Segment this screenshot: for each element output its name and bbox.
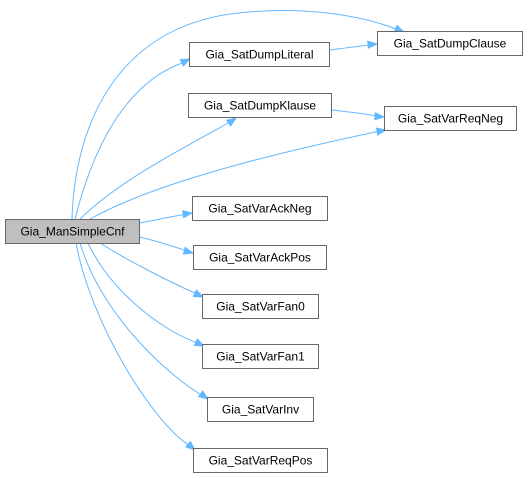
edge-root-to-ackpos [139,236,195,255]
node-gia-satvarackneg[interactable]: Gia_SatVarAckNeg [192,196,328,221]
node-label: Gia_SatVarAckNeg [208,202,311,216]
edge-line [79,242,204,397]
edge-arrowhead [225,117,238,127]
node-layer: Gia_ManSimpleCnf Gia_SatDumpLiteral Gia_… [5,31,523,473]
edge-literal-to-clause [329,40,379,51]
edge-arrowhead [367,40,379,49]
node-label: Gia_SatDumpLiteral [205,48,313,62]
edge-root-to-klause [79,117,238,220]
edge-arrowhead [374,111,386,121]
edge-klause-to-reqneg [331,109,386,121]
edge-line [139,236,188,252]
edge-line [331,109,379,117]
node-label: Gia_SatVarReqNeg [398,112,503,126]
node-gia-satdumpklause[interactable]: Gia_SatDumpKlause [188,93,332,118]
edge-root-to-ackneg [139,210,194,224]
node-label: Gia_SatVarInv [222,403,299,417]
edge-root-to-inv [79,242,210,400]
edge-line [329,44,372,51]
edge-layer [71,10,406,451]
node-gia-satvarinv[interactable]: Gia_SatVarInv [207,397,314,422]
node-label: Gia_SatVarFan1 [216,350,305,364]
edge-root-to-reqpos [75,242,197,451]
node-label: Gia_SatVarFan0 [216,300,305,314]
edge-arrowhead [192,289,205,298]
edge-arrowhead [185,440,197,451]
edge-line [139,213,187,224]
node-label: Gia_ManSimpleCnf [20,225,125,239]
edge-line [87,242,199,344]
edge-arrowhead [179,58,192,67]
edge-line [74,61,186,220]
node-label: Gia_SatVarAckPos [209,251,311,265]
edge-line [71,10,397,220]
edge-root-to-fan0 [99,242,205,298]
edge-line [79,121,231,220]
node-gia-satvarreqneg[interactable]: Gia_SatVarReqNeg [384,106,517,131]
edge-root-to-fan1 [87,242,206,347]
edge-arrowhead [182,246,195,255]
node-gia-satdumpliteral[interactable]: Gia_SatDumpLiteral [189,42,330,67]
edge-arrowhead [193,338,206,347]
edge-line [99,242,198,295]
node-gia-satdumpclause[interactable]: Gia_SatDumpClause [377,31,523,56]
edge-root-to-literal [74,58,192,220]
node-label: Gia_SatVarReqPos [209,454,313,468]
node-gia-satvarfan1[interactable]: Gia_SatVarFan1 [202,344,319,369]
edge-line [75,242,191,447]
edge-root-to-reqneg [89,127,388,220]
edge-line [89,130,381,220]
node-label: Gia_SatDumpClause [394,37,507,51]
node-label: Gia_SatDumpKlause [204,99,316,113]
node-gia-satvarfan0[interactable]: Gia_SatVarFan0 [202,294,319,319]
node-gia-satvarreqpos[interactable]: Gia_SatVarReqPos [193,448,328,473]
edge-arrowhead [182,210,194,219]
edge-arrowhead [197,390,210,400]
edge-arrowhead [375,127,388,136]
node-gia-mansimplecnf[interactable]: Gia_ManSimpleCnf [5,219,140,244]
node-gia-satvarackpos[interactable]: Gia_SatVarAckPos [193,245,327,270]
